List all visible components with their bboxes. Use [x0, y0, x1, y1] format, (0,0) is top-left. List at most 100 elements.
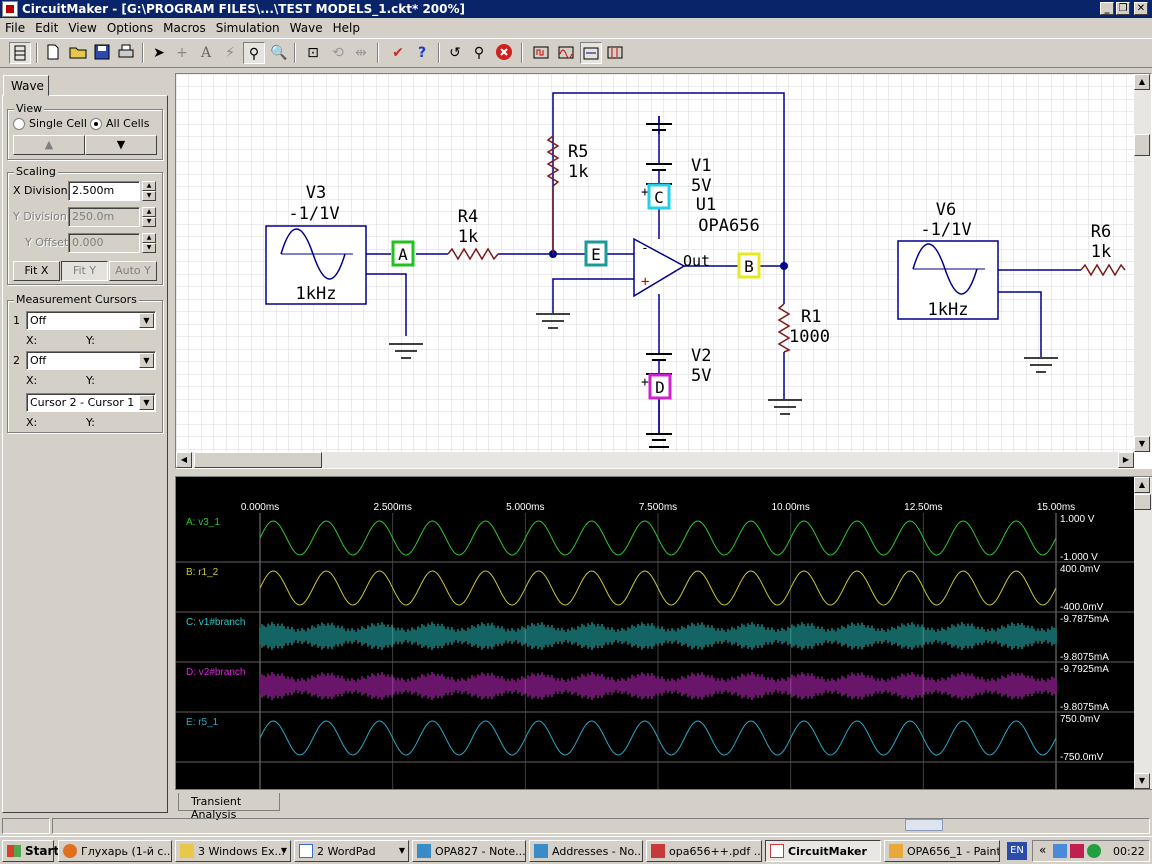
- menu-macros[interactable]: Macros: [163, 21, 206, 35]
- wire-tool-icon[interactable]: +: [176, 45, 188, 61]
- tab-wave[interactable]: Wave: [3, 75, 49, 96]
- wave-scroll-thumb[interactable]: [1134, 494, 1151, 510]
- analog-mode-icon[interactable]: [555, 42, 577, 64]
- y-division-field[interactable]: 250.0m: [68, 207, 140, 227]
- source-v3[interactable]: V3 -1/1V 1kHz: [265, 183, 367, 305]
- scroll-down-icon[interactable]: ▼: [1134, 436, 1150, 452]
- start-button[interactable]: Start: [2, 840, 59, 862]
- task-firefox[interactable]: Глухарь (1-й с...: [58, 840, 172, 862]
- cursor-1-select[interactable]: Off▼: [26, 311, 156, 330]
- task-circuitmaker[interactable]: CircuitMaker: [765, 840, 881, 862]
- horizontal-scroll-thumb[interactable]: [194, 452, 322, 468]
- zoom-icon[interactable]: 🔍: [270, 45, 288, 61]
- trace-label[interactable]: B: r1_2: [186, 567, 219, 578]
- task-addresses-notepad[interactable]: Addresses - No...: [529, 840, 643, 862]
- wave-vertical-scrollbar[interactable]: ▲ ▼: [1134, 477, 1152, 789]
- chevron-down-icon[interactable]: ▼: [139, 313, 154, 328]
- tray-expand-icon[interactable]: «: [1039, 843, 1047, 857]
- task-wordpad[interactable]: 2 WordPad▼: [294, 840, 409, 862]
- close-button[interactable]: ✕: [1134, 2, 1148, 15]
- stop-icon[interactable]: [493, 42, 515, 64]
- scroll-up-icon[interactable]: ▲: [1134, 74, 1150, 90]
- x-division-field[interactable]: 2.500m: [68, 181, 140, 201]
- resistor-r5[interactable]: R5 1k: [546, 135, 588, 254]
- auto-y-button[interactable]: Auto Y: [109, 261, 157, 281]
- next-cell-button[interactable]: ▼: [85, 135, 157, 155]
- new-file-icon[interactable]: [42, 42, 64, 64]
- resistor-r6[interactable]: R6 1k: [1080, 222, 1126, 277]
- resistor-r1[interactable]: R1 1000: [777, 303, 830, 353]
- schematic-svg[interactable]: V3 -1/1V 1kHz R4 1k R5 1k - + U1 OPA656 …: [176, 74, 1151, 468]
- y-offset-field[interactable]: 0.000: [68, 233, 140, 253]
- y-offset-spinner[interactable]: ▲▼: [142, 233, 156, 253]
- menu-wave[interactable]: Wave: [289, 21, 323, 35]
- rotate-icon[interactable]: ⟲: [332, 45, 344, 61]
- scroll-left-icon[interactable]: ◀: [176, 452, 192, 468]
- battery-v1[interactable]: V1 5V +: [641, 116, 711, 200]
- mirror-icon[interactable]: ⇹: [355, 45, 367, 61]
- probes[interactable]: A E C B D: [391, 183, 761, 400]
- chevron-down-icon[interactable]: ▼: [139, 353, 154, 368]
- schematic-vertical-scrollbar[interactable]: ▲ ▼: [1134, 74, 1151, 452]
- x-division-spinner[interactable]: ▲▼: [142, 181, 156, 201]
- check-icon[interactable]: ✔: [392, 45, 404, 61]
- cursor-difference-select[interactable]: Cursor 2 - Cursor 1▼: [26, 393, 156, 412]
- menu-file[interactable]: File: [5, 21, 26, 35]
- zoom-fit-icon[interactable]: ⊡: [307, 45, 319, 61]
- all-cells-radio[interactable]: [90, 118, 102, 130]
- network-icon[interactable]: [1053, 844, 1067, 858]
- save-icon[interactable]: [91, 42, 113, 64]
- minimize-button[interactable]: _: [1100, 2, 1114, 15]
- fit-y-button[interactable]: Fit Y: [61, 261, 108, 281]
- task-pdf-viewer[interactable]: opa656++.pdf ...: [646, 840, 762, 862]
- app-icon[interactable]: [2, 1, 18, 17]
- wave-scroll-down-icon[interactable]: ▼: [1134, 773, 1150, 789]
- trace-label[interactable]: D: v2#branch: [186, 667, 245, 678]
- trace-label[interactable]: A: v3_1: [186, 517, 220, 528]
- cursor-2-select[interactable]: Off▼: [26, 351, 156, 370]
- schematic-canvas[interactable]: V3 -1/1V 1kHz R4 1k R5 1k - + U1 OPA656 …: [175, 73, 1152, 469]
- vertical-scroll-thumb[interactable]: [1134, 134, 1150, 156]
- resistor-r4[interactable]: R4 1k: [447, 207, 499, 261]
- task-windows-explorer[interactable]: 3 Windows Ex...▼: [175, 840, 291, 862]
- trace-label[interactable]: E: r5_1: [186, 717, 219, 728]
- menu-options[interactable]: Options: [106, 21, 154, 35]
- y-division-spinner[interactable]: ▲▼: [142, 207, 156, 227]
- menu-simulation[interactable]: Simulation: [215, 21, 280, 35]
- help-icon[interactable]: ?: [417, 45, 427, 61]
- schematic-horizontal-scrollbar[interactable]: ◀ ▶: [176, 452, 1134, 468]
- arrow-tool-icon[interactable]: ➤: [153, 45, 165, 61]
- scroll-right-icon[interactable]: ▶: [1118, 452, 1134, 468]
- trace-label[interactable]: C: v1#branch: [186, 617, 245, 628]
- menu-help[interactable]: Help: [332, 21, 360, 35]
- menu-view[interactable]: View: [68, 21, 97, 35]
- print-icon[interactable]: [115, 42, 137, 64]
- wave-scroll-up-icon[interactable]: ▲: [1134, 477, 1150, 493]
- task-opa827-notepad[interactable]: OPA827 - Note...: [412, 840, 526, 862]
- tab-transient-analysis[interactable]: Transient Analysis: [178, 793, 280, 821]
- analysis-setup-icon[interactable]: [604, 42, 626, 64]
- source-v6[interactable]: V6 -1/1V 1kHz: [897, 200, 999, 320]
- previous-cell-button[interactable]: ▲: [13, 135, 85, 155]
- probe-pen-icon[interactable]: ⚲: [243, 42, 265, 64]
- language-indicator[interactable]: EN: [1007, 842, 1027, 860]
- probe-tool-icon[interactable]: ⚡: [225, 45, 235, 61]
- digital-mode-icon[interactable]: [530, 42, 552, 64]
- opamp-u1[interactable]: - + U1 OPA656 Out: [633, 195, 760, 298]
- reset-icon[interactable]: ↺: [449, 45, 461, 61]
- parts-panel-icon[interactable]: [9, 42, 31, 64]
- task-paint[interactable]: OPA656_1 - Paint: [884, 840, 1000, 862]
- text-tool-icon[interactable]: A: [200, 45, 212, 61]
- step-icon[interactable]: ⚲: [473, 45, 485, 61]
- info-icon[interactable]: [1087, 844, 1101, 858]
- maximize-button[interactable]: ❐: [1116, 2, 1130, 15]
- fit-x-button[interactable]: Fit X: [13, 261, 60, 281]
- open-folder-icon[interactable]: [67, 42, 89, 64]
- scope-icon[interactable]: [580, 42, 602, 64]
- single-cell-radio[interactable]: [13, 118, 25, 130]
- chevron-down-icon[interactable]: ▼: [139, 395, 154, 410]
- menu-edit[interactable]: Edit: [35, 21, 59, 35]
- security-icon[interactable]: [1070, 844, 1084, 858]
